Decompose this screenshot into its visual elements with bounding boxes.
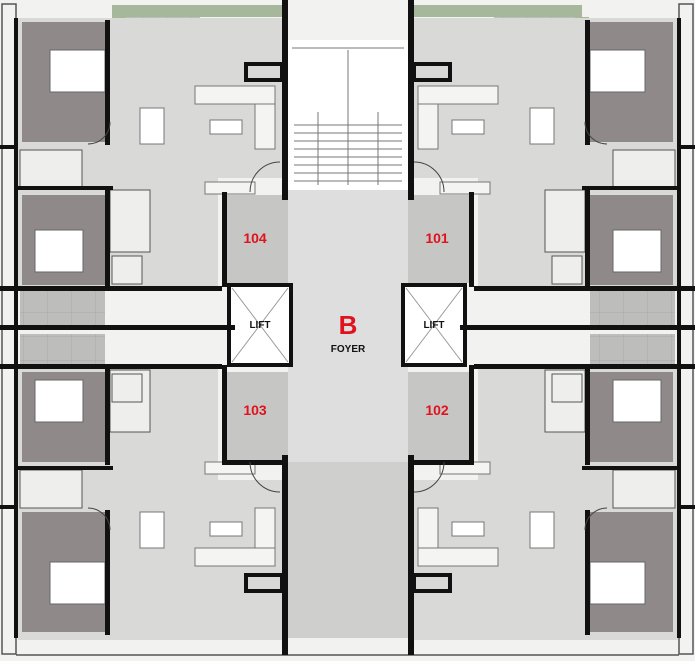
lift-label-right: LIFT [423,320,445,331]
foyer-label: FOYER [330,344,366,355]
dining-tables [139,107,555,549]
lift-lobby-rooms [226,195,470,460]
lower-lobby [288,462,408,638]
beds [34,49,662,605]
stair-treads [292,47,404,185]
unit-102-label: 102 [425,402,449,418]
unit-103-label: 103 [243,402,267,418]
unit-104-label: 104 [243,230,267,246]
bathrooms [19,149,676,509]
central-foyer [288,190,408,462]
lift-cross-lines [231,287,463,363]
unit-101-label: 101 [425,230,449,246]
door-swings [87,121,608,531]
lift-label-left: LIFT [249,320,271,331]
wing-label: B [338,310,358,340]
